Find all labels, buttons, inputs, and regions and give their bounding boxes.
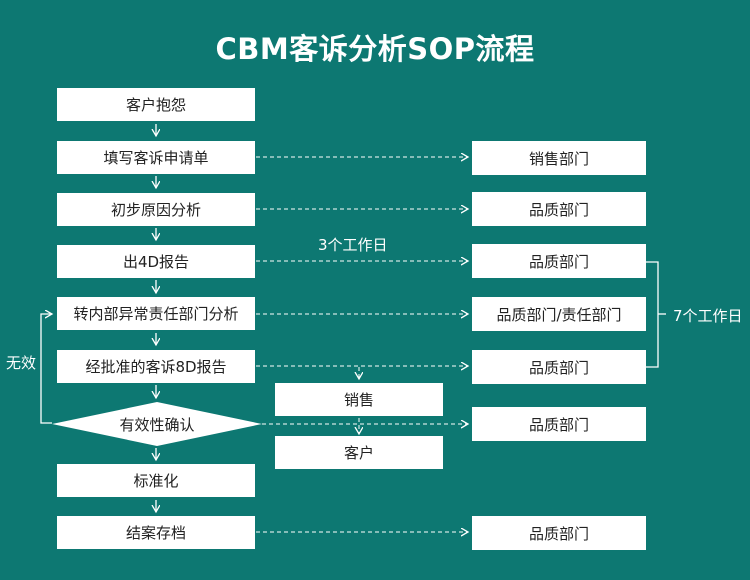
step-preliminary-analysis: 初步原因分析 (57, 193, 255, 226)
step-standardization: 标准化 (57, 464, 255, 497)
decision-label: 有效性确认 (119, 415, 195, 434)
dept-quality-5: 品质部门 (472, 516, 646, 550)
step-close-archive: 结案存档 (57, 516, 255, 549)
step-4d-report: 出4D报告 (57, 245, 255, 278)
seven-day-bracket (646, 261, 659, 368)
dept-sales: 销售部门 (472, 141, 646, 175)
step-customer-complaint: 客户抱怨 (57, 88, 255, 121)
dept-quality-2: 品质部门 (472, 244, 646, 278)
dept-quality-responsible: 品质部门/责任部门 (472, 297, 646, 331)
dept-arrows (256, 157, 468, 532)
page-title: CBM客诉分析SOP流程 (215, 32, 535, 66)
invalid-loop-line (40, 314, 52, 424)
invalid-label: 无效 (6, 354, 37, 372)
three-day-label: 3个工作日 (318, 236, 388, 254)
step-internal-dept-analysis: 转内部异常责任部门分析 (57, 297, 255, 330)
decision-diamond (52, 402, 262, 446)
seven-day-label: 7个工作日 (673, 307, 743, 325)
step-approved-8d-report: 经批准的客诉8D报告 (57, 350, 255, 383)
dept-quality-4: 品质部门 (472, 407, 646, 441)
dept-quality-3: 品质部门 (472, 350, 646, 384)
dept-quality-1: 品质部门 (472, 192, 646, 226)
recipient-customer: 客户 (275, 436, 443, 469)
step-fill-complaint-form: 填写客诉申请单 (57, 141, 255, 174)
recipient-sales: 销售 (275, 383, 443, 416)
